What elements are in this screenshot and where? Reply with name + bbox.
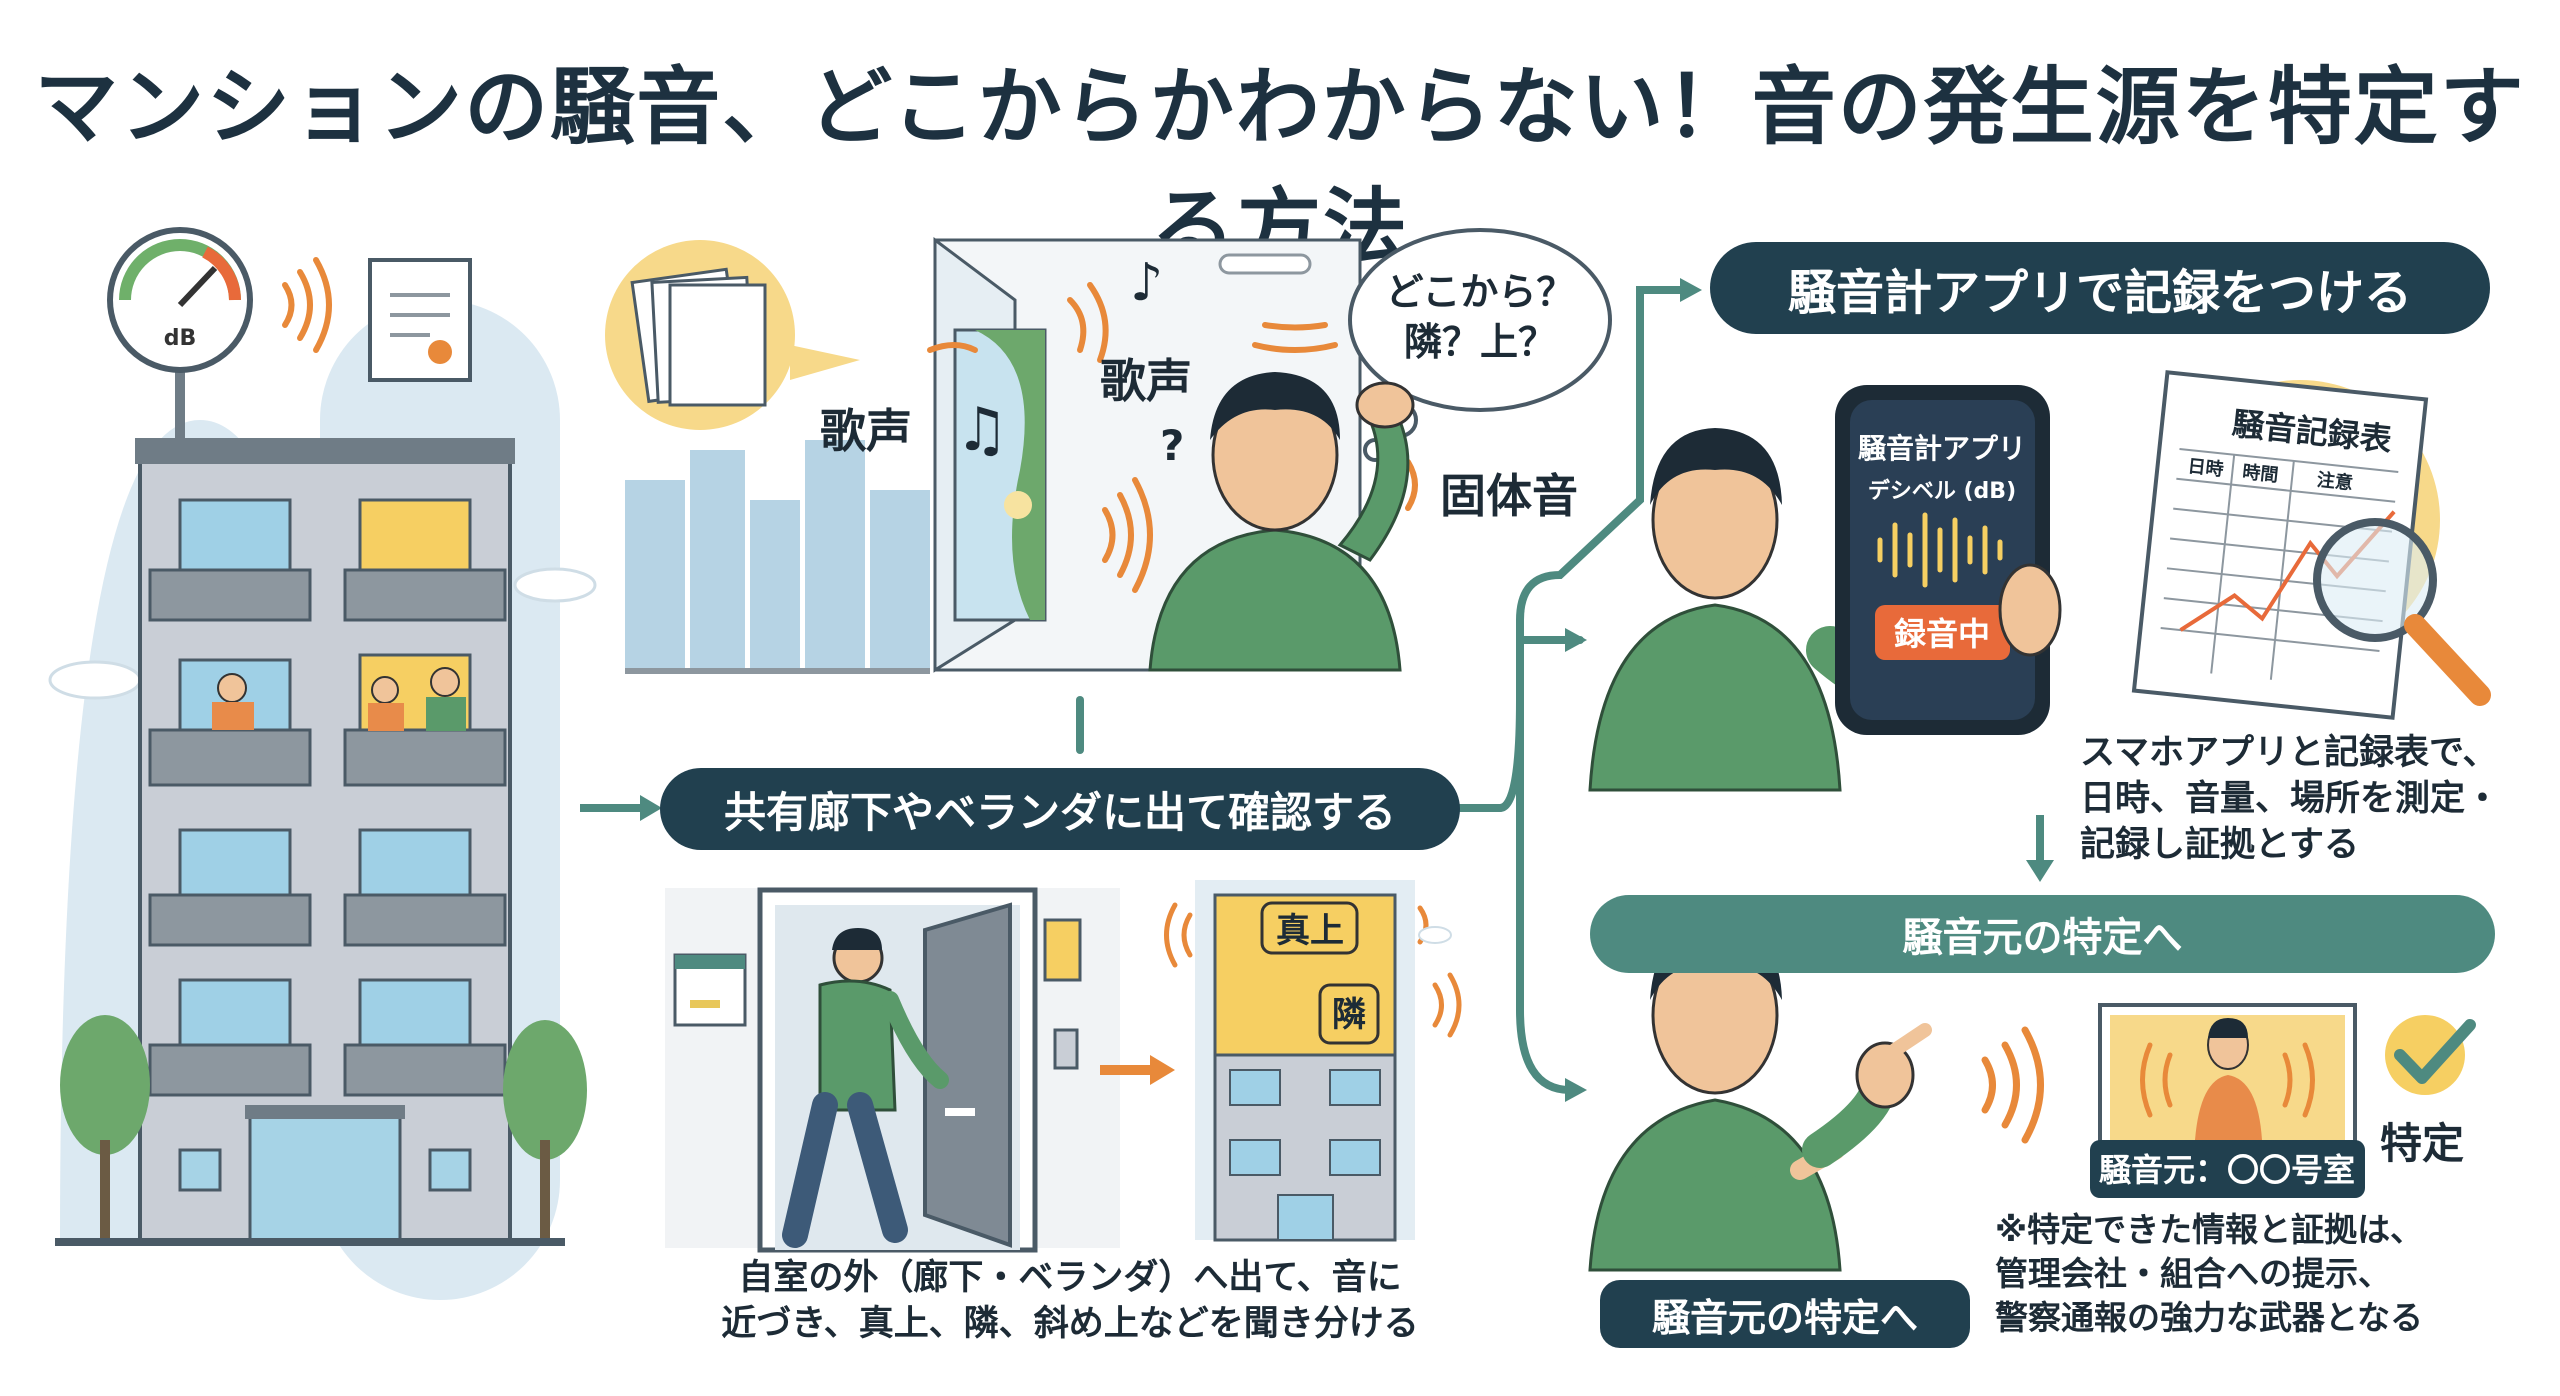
label-above: 真上 <box>1276 911 1344 951</box>
caption-note: ※特定できた情報と証拠は、 管理会社・組合への提示、 警察通報の強力な武器となる <box>1995 1210 2424 1337</box>
log-col-1: 日時 <box>2187 456 2225 481</box>
phone-unit: デシベル (dB) <box>1868 478 2016 504</box>
step-identify-box: 騒音元の特定へ <box>1600 1280 1970 1348</box>
flow-connectors <box>1076 286 1684 1094</box>
label-song-left: 歌声 <box>820 404 912 458</box>
log-col-2: 時間 <box>2241 462 2279 487</box>
caption-corridor: 自室の外（廊下・ベランダ）へ出て、音に 近づき、真上、隣、斜め上などを聞き分ける <box>721 1258 1419 1344</box>
step-app-pill: 騒音計アプリで記録をつける <box>1710 242 2490 334</box>
svg-text:?: ? <box>1160 421 1184 470</box>
label-next: 隣 <box>1332 995 1366 1035</box>
label-solid-sound: 固体音 <box>1440 469 1578 523</box>
thought-line-1: どこから？ <box>1386 270 1575 314</box>
label-identified: 特定 <box>2380 1119 2465 1168</box>
apartment-building: dB <box>48 227 597 1300</box>
caption-app: スマホアプリと記録表で、 日時、音量、場所を測定・ 記録し証拠とする <box>2080 733 2501 865</box>
thought-line-2: 隣？上？ <box>1404 320 1556 364</box>
svg-text:♪: ♪ <box>1130 253 1163 313</box>
step-identify-pill: 騒音元の特定へ <box>1590 895 2495 973</box>
svg-text:♫: ♫ <box>955 395 1009 465</box>
step-corridor-pill: 共有廊下やベランダに出て確認する <box>660 768 1460 850</box>
app-scene: 騒音計アプリ デシベル (dB) 録音中 騒音記録表 日時 時間 注意 <box>1588 370 2491 882</box>
phone-record-button: 録音中 <box>1894 615 1990 653</box>
page-title: マンションの騒音、どこからかわからない！音の発生源を特定する方法 <box>34 58 2526 277</box>
meter-label: dB <box>164 326 197 351</box>
noise-scene: ♪ ♫ どこから？ 隣？上？ ? <box>605 228 1612 674</box>
label-song-right: 歌声 <box>1100 354 1192 408</box>
source-room: 騒音元：〇〇号室 <box>2099 1151 2355 1189</box>
phone-app-name: 騒音計アプリ <box>1858 432 2026 465</box>
log-col-3: 注意 <box>2316 469 2354 495</box>
corridor-scene: 真上 隣 <box>665 880 1462 1253</box>
